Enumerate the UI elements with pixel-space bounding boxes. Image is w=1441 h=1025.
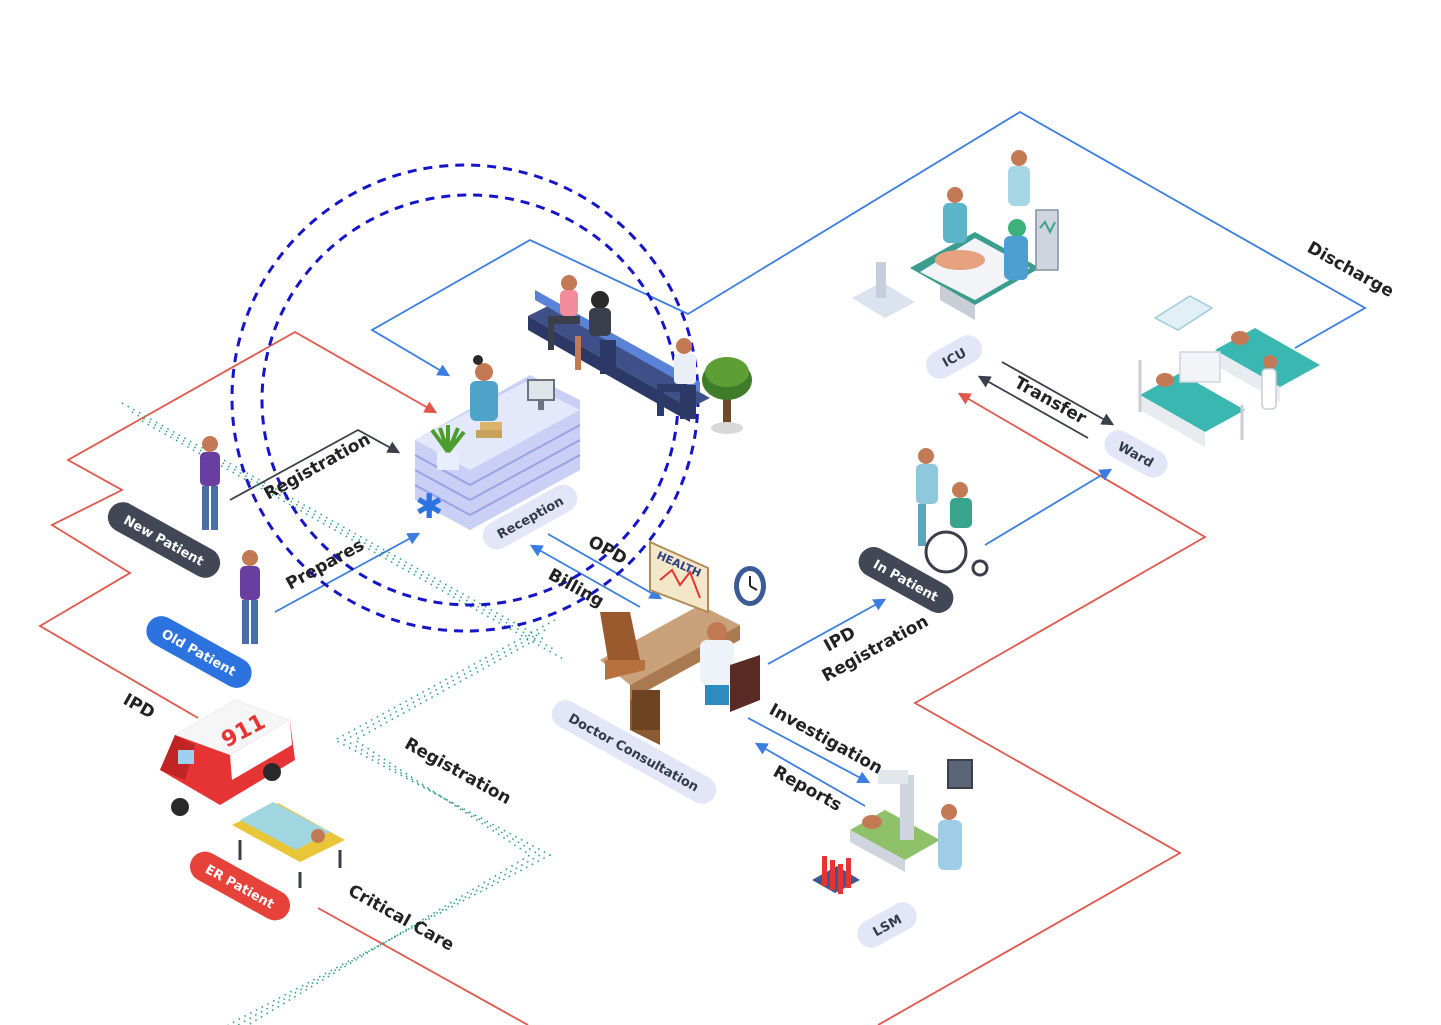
- transfer-arrow-up: [977, 375, 1089, 439]
- ipd-registration-arrow: [767, 598, 887, 665]
- red-left-loop: [38, 330, 438, 719]
- investigation-arrow: [747, 717, 871, 784]
- registration-label: Registration: [261, 429, 374, 504]
- old-patient-figure: [240, 550, 260, 644]
- inpatient-ward-arrow: [984, 468, 1113, 546]
- stretcher-illustration: [232, 802, 345, 888]
- blue-loop-line: [370, 110, 1367, 377]
- ipd-registration-left-line1: IPD: [120, 690, 158, 723]
- billing-arrow: [529, 544, 641, 608]
- doctor-consultation-illustration: HEALTH: [600, 540, 766, 745]
- pill-icu[interactable]: ICU: [921, 330, 987, 384]
- registration-arrow: [229, 428, 401, 501]
- transfer-arrow-down: [1001, 361, 1115, 426]
- medical-star-icon: ✱: [415, 487, 444, 527]
- critical-care-label: Critical Care: [345, 881, 458, 956]
- discharge-label: Discharge: [1304, 238, 1397, 302]
- lsm-illustration: [812, 759, 973, 894]
- in-patient-illustration: [916, 448, 989, 577]
- ipd-registration-left-line2: Registration: [401, 734, 514, 809]
- prepares-arrow: [274, 532, 421, 613]
- ambulance-illustration: 911: [160, 700, 295, 816]
- flow-lines: [38, 110, 1367, 1025]
- waiting-area-illustration: [528, 275, 752, 434]
- pill-lsm[interactable]: LSM: [852, 897, 922, 953]
- dotted-guides: [121, 402, 566, 1025]
- red-right-loop: [317, 907, 529, 1025]
- reception-highlight-circles: [230, 163, 700, 633]
- new-patient-figure: [200, 436, 220, 530]
- red-right-loop-2: [877, 392, 1207, 1025]
- pill-in-patient[interactable]: In Patient: [853, 542, 959, 619]
- ward-illustration: [1138, 295, 1320, 447]
- reception-desk-illustration: ✱: [414, 355, 581, 530]
- pill-ward[interactable]: Ward: [1099, 425, 1172, 482]
- pill-old-patient[interactable]: Old Patient: [141, 611, 257, 693]
- reports-arrow: [754, 742, 866, 807]
- billing-label: Billing: [545, 565, 608, 612]
- opd-arrow: [547, 533, 663, 600]
- icu-illustration: [852, 150, 1059, 320]
